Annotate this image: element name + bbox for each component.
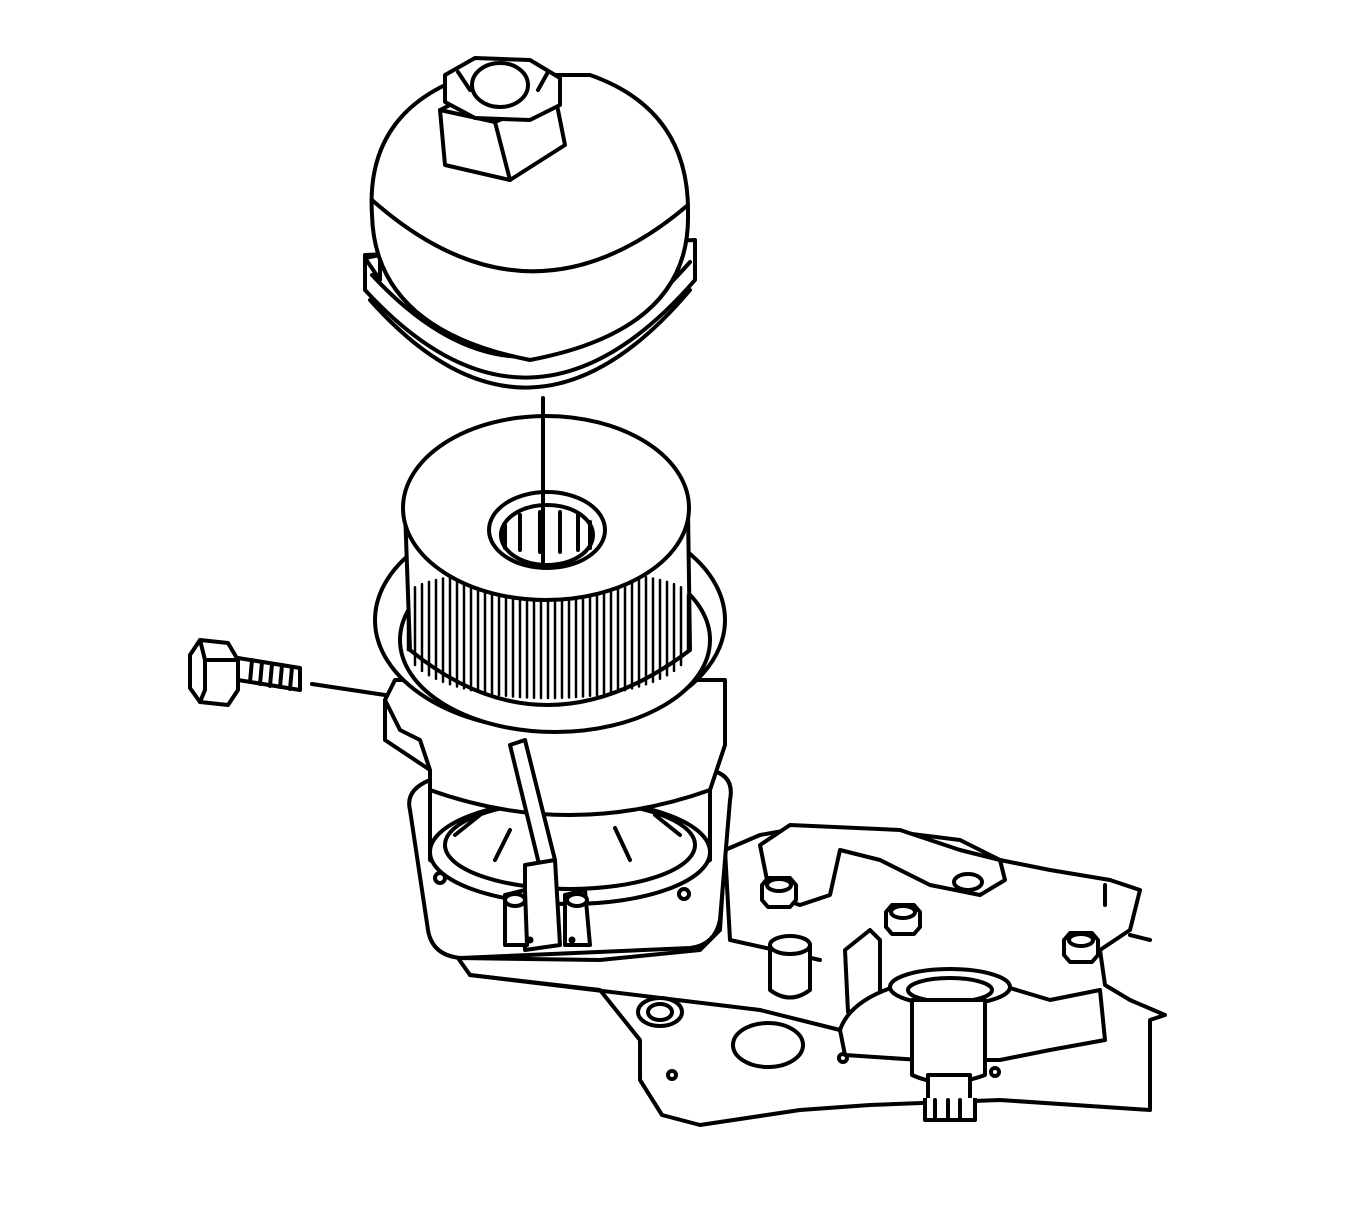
bracket-bolt-icon [1062,931,1100,964]
filter-element-icon [401,414,692,707]
engine-block-icon [456,823,1167,1127]
filter-cap-icon [363,56,697,390]
bracket-bolt-icon [760,876,798,909]
bolt-icon [188,638,387,707]
bracket-bolt-icon [884,903,922,936]
